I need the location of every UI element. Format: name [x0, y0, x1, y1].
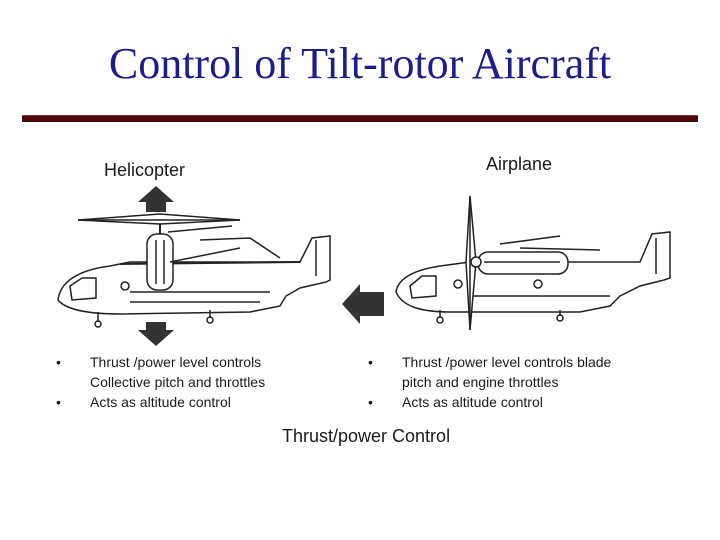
bullet-marker: •: [56, 354, 61, 370]
helicopter-mode-label: Helicopter: [104, 160, 186, 180]
list-item: • Thrust /power level controls blade: [368, 352, 668, 372]
helicopter-bullet-list: • Thrust /power level controls Collectiv…: [56, 352, 326, 412]
bullet-text: Thrust /power level controls blade: [402, 354, 612, 370]
bullet-text: Thrust /power level controls: [90, 354, 262, 370]
bullet-text: Acts as altitude control: [402, 394, 543, 410]
diagram-caption: Thrust/power Control: [282, 426, 451, 446]
lift-up-arrow: [138, 186, 174, 212]
bullet-marker: •: [56, 394, 61, 410]
bullet-continuation: Collective pitch and throttles: [90, 374, 266, 390]
title-divider: [22, 115, 698, 122]
airplane-bullet-list: • Thrust /power level controls blade pit…: [368, 352, 668, 412]
airplane-mode-aircraft: [395, 195, 671, 331]
list-item: • Acts as altitude control: [368, 392, 668, 412]
helicopter-mode-aircraft: [57, 213, 331, 328]
list-item: • Thrust /power level controls: [56, 352, 326, 372]
bullet-text: Acts as altitude control: [90, 394, 231, 410]
list-item: • Acts as altitude control: [56, 392, 326, 412]
bullet-marker: •: [368, 354, 373, 370]
airplane-mode-label: Airplane: [486, 154, 553, 174]
list-item: pitch and engine throttles: [368, 372, 668, 392]
thrust-forward-arrow: [342, 284, 384, 324]
slide-title: Control of Tilt-rotor Aircraft: [108, 39, 612, 88]
lift-down-arrow: [138, 322, 174, 346]
list-item: Collective pitch and throttles: [56, 372, 326, 392]
bullet-marker: •: [368, 394, 373, 410]
bullet-continuation: pitch and engine throttles: [402, 374, 559, 390]
